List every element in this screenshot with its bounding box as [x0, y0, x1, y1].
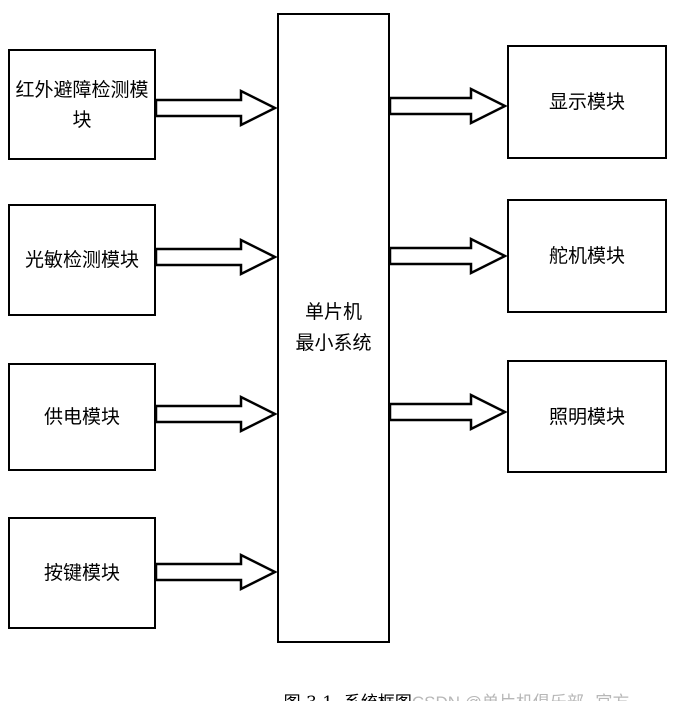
arrow-mcu-to-servo-icon [390, 236, 507, 276]
module-label: 供电模块 [43, 406, 120, 428]
figure-caption-label: 图 3.1 系统框图 [284, 693, 412, 701]
module-lighting: 照明模块 [507, 360, 667, 473]
arrow-mcu-to-display-icon [390, 86, 507, 126]
module-label: 显示模块 [548, 91, 625, 113]
arrow-power-to-mcu-icon [156, 394, 277, 434]
module-label: 单片机 [304, 301, 362, 323]
arrow-photosensitive-to-mcu-icon [156, 237, 277, 277]
module-photosensitive-detection: 光敏检测模块 [8, 204, 156, 316]
csdn-watermark: CSDN @单片机俱乐部--官方 [412, 693, 629, 701]
figure-caption: 图 3.1 系统框图CSDN @单片机俱乐部--官方 [262, 664, 630, 701]
module-label: 红外避障检测模 [15, 78, 149, 101]
module-infrared-obstacle-detection: 红外避障检测模 块 [8, 49, 156, 160]
module-label: 光敏检测模块 [24, 249, 139, 271]
module-label: 舵机模块 [548, 245, 625, 267]
module-keypad: 按键模块 [8, 517, 156, 629]
module-display: 显示模块 [507, 45, 667, 159]
module-label: 照明模块 [548, 405, 625, 428]
module-label: 块 [72, 108, 92, 131]
module-label: 最小系统 [295, 332, 372, 354]
module-servo: 舵机模块 [507, 199, 667, 313]
module-label: 按键模块 [43, 562, 120, 584]
arrow-keypad-to-mcu-icon [156, 552, 277, 592]
arrow-mcu-to-lighting-icon [390, 392, 507, 432]
module-mcu-minimum-system: 单片机 最小系统 [277, 13, 390, 643]
module-power-supply: 供电模块 [8, 363, 156, 471]
arrow-infrared-to-mcu-icon [156, 88, 277, 128]
